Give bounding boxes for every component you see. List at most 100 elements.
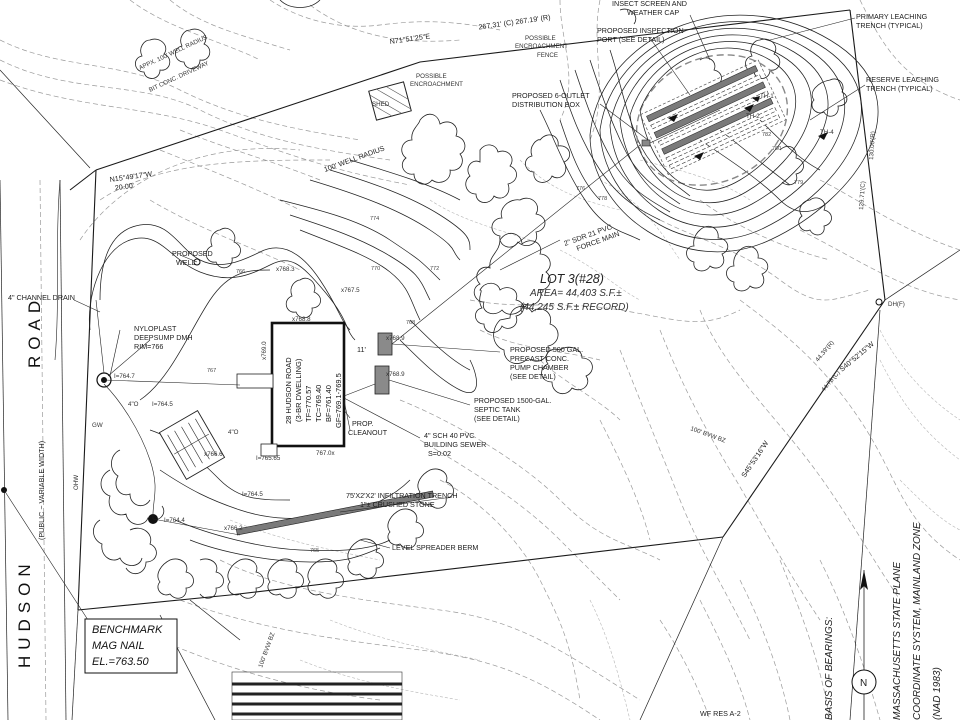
leader-lines (3, 14, 866, 621)
bearing-east-dist-2: 130.00'(R) (868, 131, 877, 160)
setback-dim: 11' (357, 345, 366, 354)
wetland-flag-label: WF RES A-2 (700, 709, 741, 718)
test-hole-icon (818, 132, 828, 140)
infiltration-trench-label-2: 1"± CRUSHED STONE (360, 500, 435, 509)
level-spreader-label: LEVEL SPREADER BERM (392, 543, 478, 552)
pipe-size-label: 4"O (128, 401, 139, 408)
dwelling-type: (3-BR DWELLING) (294, 358, 303, 422)
spot-elev: x768.9 (386, 371, 405, 378)
insect-screen-label: INSECT SCREEN AND (612, 0, 687, 8)
proposed-well-label-2: WELL (176, 258, 196, 267)
coordinate-system-label: COORDINATE SYSTEM, MAINLAND ZONE (912, 522, 923, 720)
road-name: HUDSON (15, 558, 34, 668)
contour-number: 776 (576, 186, 585, 192)
contour-number: 778 (598, 196, 607, 202)
hatch-area (231, 671, 403, 720)
benchmark-elevation: EL.=763.50 (92, 656, 149, 668)
dwelling-spot-left: x769.0 (261, 341, 268, 360)
dbox-label: PROPOSED 6-OUTLET (512, 91, 590, 100)
building-sewer-label-3: S=0.02 (428, 449, 451, 458)
spot-elev: x768.3 (276, 266, 295, 273)
bearing-west-dist: 20.00' (114, 181, 135, 193)
road-width-label: (PUBLIC ~ VARIABLE WIDTH) (37, 441, 46, 540)
lot-title: LOT 3(#28) (540, 272, 604, 286)
basis-of-bearings: BASIS OF BEARINGS: (824, 617, 835, 720)
building-sewer-label: 4" SCH 40 PVC (424, 431, 475, 440)
bearing-east-dist: 129.71'(C) (858, 181, 867, 210)
dwelling-address: 28 HUDSON ROAD (284, 357, 293, 424)
svg-text:TH-2: TH-2 (746, 113, 760, 120)
spot-elev: x767.5 (341, 287, 360, 294)
reserve-trench-label-2: TRENCH (TYPICAL) (866, 84, 933, 93)
contour-number: 779 (794, 180, 803, 186)
svg-text:TH-4: TH-4 (820, 129, 834, 136)
state-plane-label: MASSACHUSETTS STATE PLANE (892, 562, 903, 720)
bearing-legend: BASIS OF BEARINGS: MASSACHUSETTS STATE P… (824, 522, 943, 720)
lot-area: AREA= 44,403 S.F.± (529, 288, 622, 299)
guy-wire-label: GW (92, 422, 103, 429)
test-hole-icon (752, 96, 760, 102)
nyloplast-label-2: DEEPSUMP DMH (134, 333, 193, 342)
encroachment-label-3: POSSIBLE (416, 73, 447, 80)
septic-tank-label-3: (SEE DETAIL) (474, 414, 520, 423)
dwelling-tc: TC=769.40 (314, 385, 323, 422)
drill-hole-label: DH(F) (888, 301, 905, 308)
road-edges (0, 179, 67, 720)
bvw-label-2: 100' BVW BZ (257, 631, 276, 668)
shed-label: SHED (372, 101, 390, 108)
encroachment-label-4: ENCROACHMENT (410, 81, 463, 88)
bearing-south-dist: 44.39'(R) (814, 339, 836, 363)
spot-elev: x766.2 (224, 525, 243, 532)
lot-record-area: (44,245 S.F.± RECORD) (520, 302, 629, 313)
spot-elev: x768.9 (386, 335, 405, 342)
dwelling-bf: BF=761.40 (324, 385, 333, 422)
invert-label: I=765.65 (256, 455, 281, 462)
invert-label: I=764.5 (242, 491, 263, 498)
pump-chamber-label-3: PUMP CHAMBER (510, 363, 569, 372)
septic-tank-label: PROPOSED 1500-GAL. (474, 396, 552, 405)
test-hole-icon (744, 104, 754, 112)
contour-number: 765 (310, 548, 319, 554)
well-radius-label: 100' WELL RADIUS (323, 144, 386, 174)
channel-drain-label: 4" CHANNEL DRAIN (8, 293, 75, 302)
reserve-trench-label: RESERVE LEACHING (866, 75, 939, 84)
fence-label: FENCE (537, 52, 558, 59)
structures (1, 258, 883, 524)
well-radius (79, 148, 331, 241)
contour-number: 774 (370, 216, 379, 222)
contour-number: 780 (772, 146, 781, 152)
infiltration-trench-label: 75'X2'X2' INFILTRATION TRENCH (346, 491, 458, 500)
test-hole-icon (694, 152, 704, 160)
leaching-field (589, 14, 879, 253)
weather-cap-label: WEATHER CAP (627, 8, 679, 17)
pump-chamber-label-2: PRECAST CONC. (510, 354, 569, 363)
shed: SHED (368, 81, 412, 121)
benchmark-type: MAG NAIL (92, 640, 145, 652)
dbox-label-2: DISTRIBUTION BOX (512, 100, 580, 109)
svg-text:TH-1: TH-1 (760, 93, 774, 100)
bvw-label: 100' BVW BZ (689, 425, 726, 444)
nyloplast-label-3: RIM=766 (134, 342, 163, 351)
spot-elev: 767.0x (316, 450, 335, 457)
infiltration-trench (158, 410, 435, 536)
encroachment-label-2: ENCROACHMENT (515, 43, 568, 50)
svg-text:N: N (860, 678, 867, 689)
bearing-southwest: S45°53'16"W (739, 439, 770, 479)
datum-label: (NAD 1983) (932, 667, 943, 720)
building-sewer-label-2: BUILDING SEWER (424, 440, 486, 449)
overhead-wire-label: OHW (73, 475, 80, 490)
pipe-size-label: 4"O (228, 429, 239, 436)
encroachment-label: POSSIBLE (525, 35, 556, 42)
trenches: TH-1 TH-2 TH-4 (639, 59, 834, 176)
benchmark-box: BENCHMARK MAG NAIL EL.=763.50 (84, 618, 178, 674)
nyloplast-label: NYLOPLAST (134, 324, 177, 333)
distribution-box (641, 139, 651, 147)
property-lines (0, 9, 960, 720)
contour-number: 772 (430, 266, 439, 272)
road-type: ROAD (25, 295, 44, 368)
dwelling-tf: TF=770.57 (304, 386, 313, 422)
dwelling: 28 HUDSON ROAD (3-BR DWELLING) TF=770.57… (236, 316, 346, 457)
annotations: INSECT SCREEN AND WEATHER CAP PROPOSED I… (8, 0, 939, 718)
invert-label: I=764.4 (164, 517, 185, 524)
